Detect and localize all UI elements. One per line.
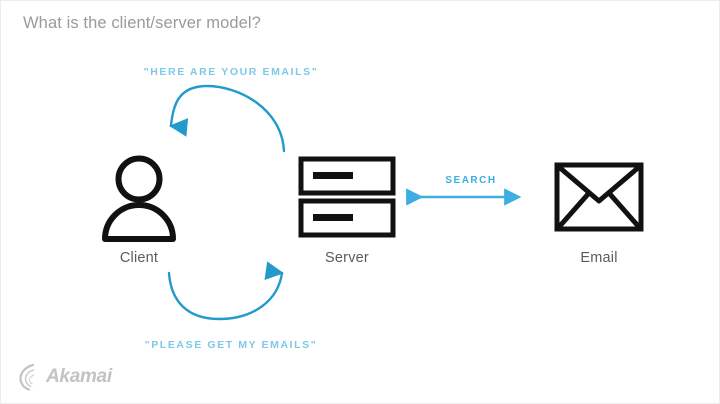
flow-label-response: "HERE ARE YOUR EMAILS" [143, 66, 319, 78]
flow-label-search: SEARCH [445, 175, 497, 186]
server-rack-icon [277, 151, 417, 243]
akamai-wave-icon [19, 363, 35, 391]
akamai-logo: Akamai [19, 363, 112, 391]
node-label-client: Client [119, 250, 159, 266]
node-server[interactable]: Server [277, 151, 417, 266]
page-title: What is the client/server model? [23, 14, 261, 32]
flow-arrow-request [167, 261, 284, 321]
node-label-server: Server [325, 250, 369, 266]
flow-label-request: "PLEASE GET MY EMAILS" [144, 339, 318, 351]
flow-arrow-response [169, 84, 286, 153]
akamai-logo-text: Akamai [46, 366, 112, 387]
person-icon [79, 151, 199, 243]
node-email[interactable]: Email [529, 151, 669, 266]
node-client[interactable]: Client [79, 151, 199, 266]
envelope-icon [529, 151, 669, 243]
node-label-email: Email [580, 250, 618, 266]
